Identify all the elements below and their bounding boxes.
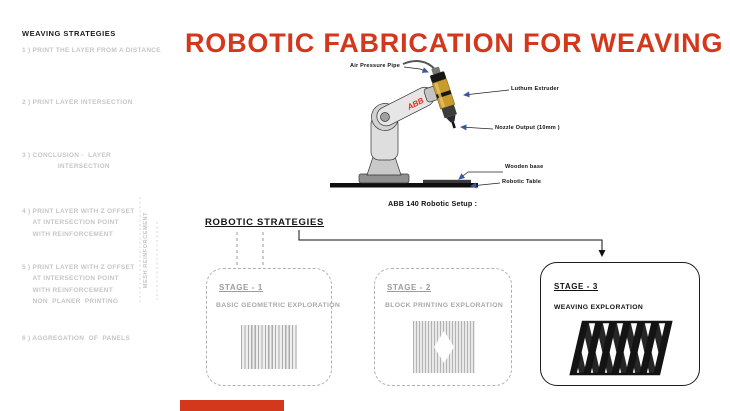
label-nozzle-output: Nozzle Output (10mm ) <box>495 125 560 131</box>
sidebar-item-2: 2 ) PRINT LAYER INTERSECTION <box>22 99 133 106</box>
woven-lattice-image <box>569 320 673 376</box>
stage-1-print-sample-image <box>241 325 297 369</box>
sidebar-annotation-mesh-reinforcement: MESH REINFORCEMENT <box>143 211 149 289</box>
sidebar-item-6: 6 ) AGGREGATION OF PANELS <box>22 335 131 342</box>
page-title: ROBOTIC FABRICATION FOR WEAVING <box>185 28 724 58</box>
sidebar-title: WEAVING STRATEGIES <box>22 29 116 38</box>
stage-2-print-sample-image <box>413 321 475 373</box>
stage-1-description: BASIC GEOMETRIC EXPLORATION <box>216 302 341 309</box>
sidebar-item-4: 4 ) PRINT LAYER WITH Z OFFSET AT INTERSE… <box>22 208 135 238</box>
stage-3-description: WEAVING EXPLORATION <box>554 304 644 311</box>
robot-setup-caption: ABB 140 Robotic Setup : <box>388 199 478 208</box>
label-robotic-table: Robotic Table <box>502 179 542 185</box>
label-air-pressure-pipe: Air Pressure Pipe <box>350 63 401 69</box>
stage-1-label: STAGE - 1 <box>219 283 263 292</box>
stage-2-card: STAGE - 2 BLOCK PRINTING EXPLORATION <box>374 268 512 386</box>
nozzle-shape <box>446 114 456 123</box>
stage-3-card: STAGE - 3 WEAVING EXPLORATION <box>540 262 700 386</box>
stage-2-label: STAGE - 2 <box>387 283 431 292</box>
wooden-base-shape <box>423 179 471 183</box>
robotic-table-shape <box>330 183 478 188</box>
stage-3-label: STAGE - 3 <box>554 282 598 291</box>
robot-setup-illustration: ABB <box>330 60 478 188</box>
stage-connector-dashed-lines <box>236 232 264 267</box>
air-pressure-pipe-shape <box>402 60 437 71</box>
diamond-motif <box>434 331 454 363</box>
footer-accent-bar <box>180 400 284 411</box>
stage-3-connector-line <box>298 230 606 257</box>
stage-1-card: STAGE - 1 BASIC GEOMETRIC EXPLORATION <box>206 268 340 386</box>
stage-2-description: BLOCK PRINTING EXPLORATION <box>385 302 504 309</box>
robotic-strategies-heading: ROBOTIC STRATEGIES <box>205 217 325 228</box>
robot-arm <box>358 83 447 184</box>
sidebar-item-3: 3 ) CONCLUSION - LAYER INTERSECTION <box>22 152 112 171</box>
extruder-assembly <box>430 66 457 129</box>
sidebar-item-1: 1 ) PRINT THE LAYER FROM A DISTANCE <box>22 47 161 54</box>
sidebar-item-5: 5 ) PRINT LAYER WITH Z OFFSET AT INTERSE… <box>22 264 135 306</box>
label-luthum-extruder: Luthum Extruder <box>511 86 560 92</box>
label-wooden-base: Wooden base <box>505 164 544 170</box>
